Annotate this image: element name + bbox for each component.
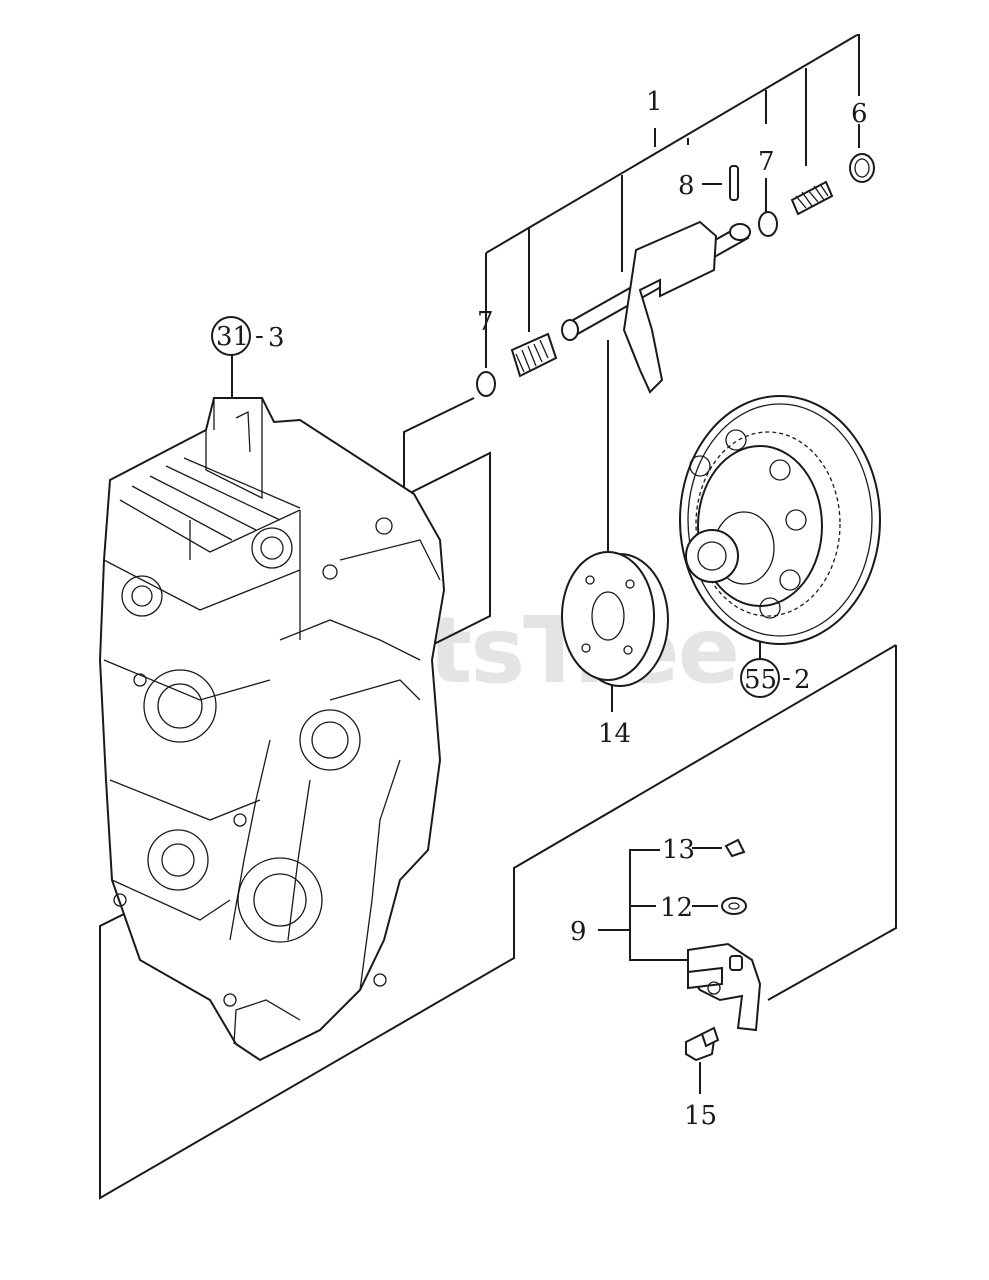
callout-1: 1: [646, 87, 663, 117]
snap-ring-lower: [476, 371, 496, 397]
callout-7-lower: 7: [477, 307, 494, 337]
ref-circle-55: [740, 658, 780, 698]
differential-gear: [679, 395, 881, 645]
clip-13: [724, 838, 746, 858]
ref-circle-31: [211, 316, 251, 356]
callout-2: 2: [794, 665, 811, 695]
callout-6: 6: [851, 99, 868, 129]
callout-55-ref: 55: [744, 665, 777, 695]
pin-8: [729, 165, 739, 201]
callout-31-ref: 31: [216, 322, 249, 352]
bolt-15: [685, 1026, 720, 1062]
transaxle-housing: [98, 397, 446, 1062]
callout-12: 12: [660, 893, 693, 923]
callout-dash-2: -: [782, 663, 791, 693]
leader-lines: [99, 34, 897, 1200]
flange-14: [561, 551, 669, 687]
spring-lower: [510, 332, 558, 378]
callout-13: 13: [662, 835, 695, 865]
callout-14: 14: [598, 719, 631, 749]
washer-12: [721, 897, 747, 915]
callout-15: 15: [684, 1101, 717, 1131]
callout-7-upper: 7: [758, 147, 775, 177]
shift-fork-shaft: [561, 220, 751, 394]
callout-3: 3: [268, 323, 285, 353]
callout-8: 8: [678, 171, 695, 201]
snap-ring-upper: [758, 211, 778, 237]
lever-assembly: [687, 942, 762, 1032]
washer-6: [849, 153, 875, 183]
callout-dash-3: -: [255, 321, 264, 351]
callout-9: 9: [570, 917, 587, 947]
spring-upper: [790, 180, 834, 216]
